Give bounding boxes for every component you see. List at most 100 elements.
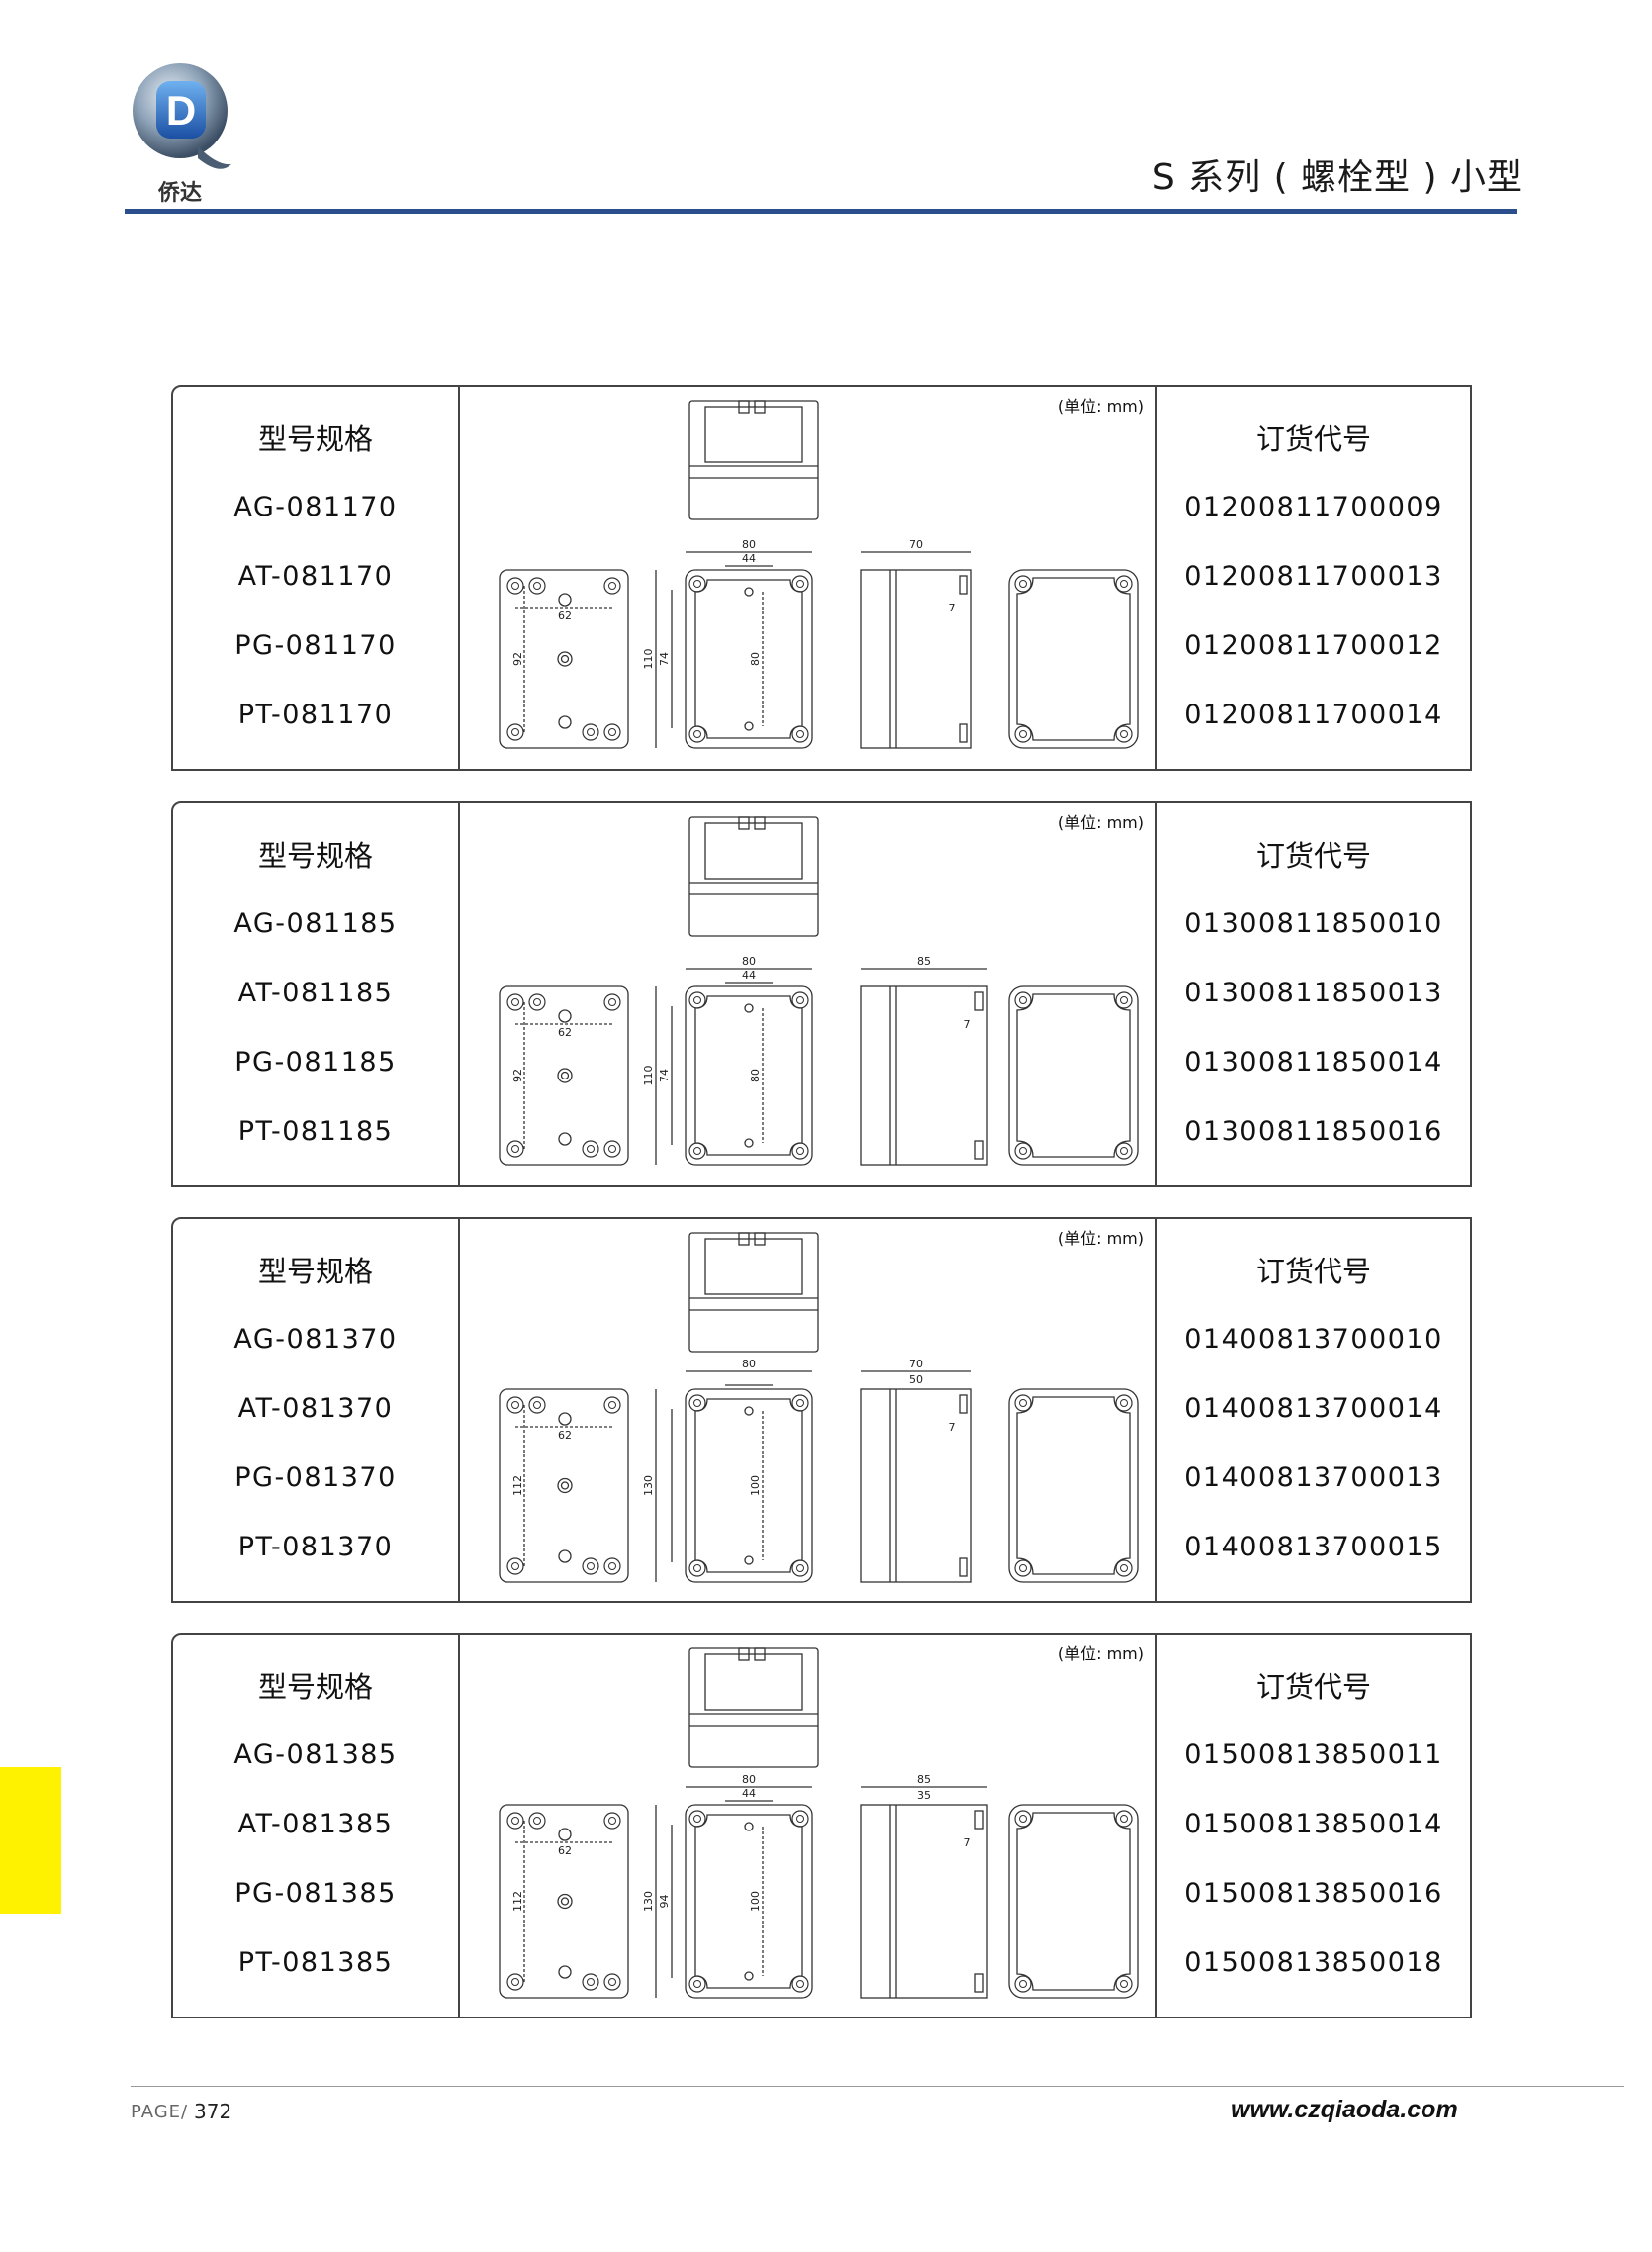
order-code: 01500813850016 bbox=[1184, 1878, 1443, 1909]
dimension-lid: 7 bbox=[949, 602, 956, 614]
model-number: PT-081385 bbox=[237, 1947, 394, 1978]
model-header: 型号规格 bbox=[257, 422, 373, 456]
order-code: 01300811850014 bbox=[1184, 1047, 1443, 1078]
order-code: 01300811850010 bbox=[1184, 908, 1443, 939]
dimension-lid: 7 bbox=[964, 1836, 971, 1849]
dimension-height: 130 bbox=[642, 1475, 655, 1496]
model-number: AG-081370 bbox=[233, 1324, 398, 1355]
model-number: AG-081170 bbox=[233, 492, 398, 522]
dimension-hole-spacing-x: 62 bbox=[558, 610, 572, 622]
dimension-depth: 85 bbox=[917, 1773, 931, 1786]
dimension-height: 110 bbox=[642, 649, 655, 670]
enclosure-perspective-view bbox=[688, 816, 819, 937]
enclosure-perspective-view bbox=[688, 1232, 819, 1353]
model-number: AG-081185 bbox=[233, 908, 398, 939]
model-header: 型号规格 bbox=[257, 1670, 373, 1704]
dimension-height: 110 bbox=[642, 1066, 655, 1086]
dimension-inner-width: 44 bbox=[742, 552, 756, 565]
dimension-lid: 7 bbox=[949, 1421, 956, 1434]
dimension-hole-spacing-x: 62 bbox=[558, 1429, 572, 1442]
enclosure-perspective-view bbox=[688, 400, 819, 520]
order-code-header: 订货代号 bbox=[1255, 422, 1371, 456]
dimension-depth: 70 bbox=[909, 538, 923, 551]
dimension-lid: 7 bbox=[964, 1018, 971, 1031]
order-code: 01200811700012 bbox=[1184, 630, 1443, 661]
enclosure-front-view bbox=[655, 1370, 813, 1583]
order-code: 01300811850013 bbox=[1184, 978, 1443, 1008]
enclosure-lid-view bbox=[1008, 569, 1139, 749]
enclosure-lid-view bbox=[1008, 985, 1139, 1166]
order-code: 01500813850018 bbox=[1184, 1947, 1443, 1978]
order-code: 01400813700015 bbox=[1184, 1532, 1443, 1562]
unit-label: (单位: mm) bbox=[1057, 813, 1144, 832]
enclosure-base-view bbox=[499, 985, 629, 1166]
order-code: 01300811850016 bbox=[1184, 1116, 1443, 1147]
enclosure-base-view bbox=[499, 569, 629, 749]
dimension-hole-spacing-y: 92 bbox=[511, 652, 524, 666]
order-code: 01500813850014 bbox=[1184, 1809, 1443, 1839]
model-number: AT-081385 bbox=[237, 1809, 394, 1839]
dimension-width: 80 bbox=[742, 1358, 756, 1370]
model-number: AT-081170 bbox=[237, 561, 394, 592]
order-code: 01400813700010 bbox=[1184, 1324, 1443, 1355]
model-number: PG-081185 bbox=[234, 1047, 397, 1078]
dimension-hole-spacing-y: 112 bbox=[511, 1891, 524, 1912]
order-code-column: 订货代号 01300811850010 01300811850013 01300811… bbox=[1155, 803, 1470, 1185]
dimension-hole-spacing-x: 62 bbox=[558, 1026, 572, 1039]
dimension-depth: 70 bbox=[909, 1358, 923, 1370]
model-number: AG-081385 bbox=[233, 1739, 398, 1770]
enclosure-front-view bbox=[655, 1786, 813, 1999]
enclosure-front-view bbox=[655, 551, 813, 749]
dimension-width: 80 bbox=[742, 538, 756, 551]
dimension-width: 80 bbox=[742, 955, 756, 968]
order-code-header: 订货代号 bbox=[1255, 1255, 1371, 1288]
order-code-header: 订货代号 bbox=[1255, 839, 1371, 873]
dimension-inner-height: 74 bbox=[658, 652, 671, 666]
order-code-column: 订货代号 01400813700010 01400813700014 01400813… bbox=[1155, 1219, 1470, 1601]
order-code-header: 订货代号 bbox=[1255, 1670, 1371, 1704]
model-number: PG-081170 bbox=[234, 630, 397, 661]
footer-rule bbox=[131, 2086, 1624, 2087]
model-number: PT-081370 bbox=[237, 1532, 394, 1562]
dimension-inner-vertical: 100 bbox=[749, 1891, 762, 1912]
enclosure-front-view bbox=[655, 968, 813, 1166]
unit-label: (单位: mm) bbox=[1057, 1644, 1144, 1663]
enclosure-base-view bbox=[499, 1804, 629, 1999]
dimension-depth: 85 bbox=[917, 955, 931, 968]
unit-label: (单位: mm) bbox=[1057, 1229, 1144, 1248]
enclosure-perspective-view bbox=[688, 1647, 819, 1768]
dimension-inner-width: 44 bbox=[742, 1787, 756, 1800]
order-code: 01200811700009 bbox=[1184, 492, 1443, 522]
section-side-tab bbox=[0, 1767, 61, 1914]
model-header: 型号规格 bbox=[257, 1255, 373, 1288]
dimension-hole-spacing-y: 112 bbox=[511, 1475, 524, 1496]
dimension-hole-spacing-y: 92 bbox=[511, 1069, 524, 1082]
logo-text: 侨达 bbox=[157, 180, 202, 206]
enclosure-side-view bbox=[860, 1370, 972, 1583]
logo-letter: D bbox=[166, 87, 196, 134]
header-rule bbox=[125, 209, 1517, 214]
dimension-hole-spacing-x: 62 bbox=[558, 1844, 572, 1857]
order-code: 01200811700014 bbox=[1184, 700, 1443, 730]
dimension-depth-secondary: 50 bbox=[909, 1373, 923, 1386]
order-code: 01400813700014 bbox=[1184, 1393, 1443, 1424]
dimension-depth-secondary: 35 bbox=[917, 1789, 931, 1802]
order-code: 01400813700013 bbox=[1184, 1462, 1443, 1493]
page-label: PAGE/ bbox=[131, 2102, 189, 2122]
dimension-inner-width: 44 bbox=[742, 969, 756, 982]
